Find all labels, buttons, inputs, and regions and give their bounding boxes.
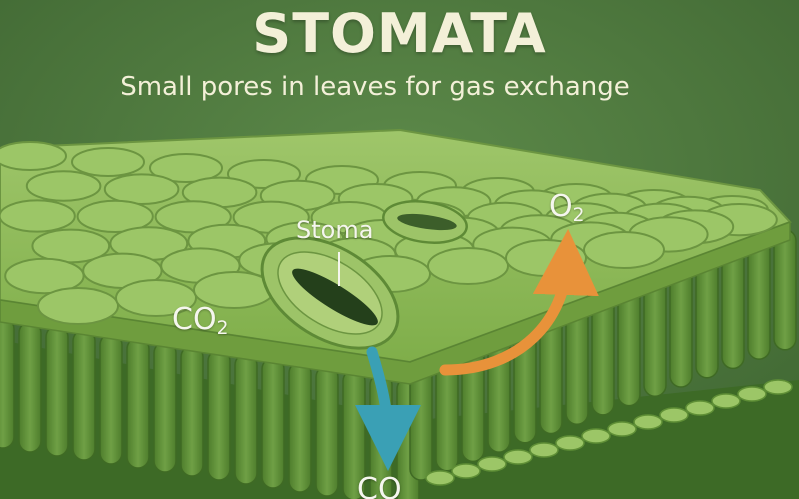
co2-in-subscript: 2: [216, 318, 229, 340]
lower-epidermal-cell: [607, 421, 637, 437]
lower-epidermal-cell: [737, 386, 767, 402]
palisade-cell: [315, 365, 339, 497]
co2-in-label: CO2: [172, 302, 228, 339]
lower-epidermal-cell: [477, 456, 507, 472]
palisade-cell: [99, 333, 123, 465]
epidermal-cell: [227, 159, 301, 189]
palisade-cell: [773, 229, 797, 351]
palisade-cell: [747, 238, 771, 360]
palisade-cell: [288, 361, 312, 493]
o2-subscript: 2: [572, 205, 585, 227]
lower-epidermal-cell: [451, 463, 481, 479]
palisade-cell: [721, 247, 745, 370]
lower-epidermal-cell: [425, 470, 455, 486]
epidermal-cell: [149, 153, 223, 183]
epidermal-cell: [71, 147, 145, 177]
epidermal-cell: [25, 170, 102, 202]
stoma-label: Stoma: [296, 216, 374, 244]
co2-in-base: CO: [172, 302, 217, 337]
lower-epidermal-cell: [633, 414, 663, 430]
epidermal-cell: [0, 141, 67, 171]
main-stoma: [260, 236, 400, 350]
lower-epidermal-cell: [763, 379, 793, 395]
stoma-pore-2: [397, 213, 457, 231]
co2-out-label: CO: [357, 472, 402, 499]
lower-epidermal-cell: [711, 393, 741, 409]
palisade-cell: [261, 357, 285, 489]
epidermal-cell: [505, 239, 587, 277]
epidermal-cell: [583, 231, 665, 269]
palisade-cell: [18, 321, 42, 453]
epidermal-cell: [76, 199, 154, 233]
page-subtitle: Small pores in leaves for gas exchange: [120, 72, 630, 102]
co2-arrow: [354, 346, 421, 471]
o2-base: O: [549, 189, 573, 224]
palisade-cell: [153, 341, 177, 473]
palisade-cell: [0, 317, 15, 449]
lower-epidermal-cell: [581, 428, 611, 444]
palisade-cell: [180, 345, 204, 477]
lower-epidermis-cells: [425, 379, 793, 486]
stoma-pore: [292, 268, 378, 326]
lower-epidermal-cell: [503, 449, 533, 465]
epidermal-cell: [37, 287, 119, 325]
o2-arrow: [439, 229, 599, 376]
epidermal-cell: [4, 257, 85, 295]
co2-out-base: CO: [357, 472, 402, 499]
lower-epidermal-cell: [529, 442, 559, 458]
epidermal-cell: [115, 279, 197, 317]
secondary-stoma: [382, 200, 468, 244]
epidermal-cell: [427, 247, 509, 285]
palisade-cell: [45, 325, 69, 457]
palisade-cell: [234, 353, 258, 485]
palisade-cell: [72, 329, 96, 461]
epidermal-cell: [103, 173, 180, 205]
palisade-cell: [126, 337, 150, 469]
lower-epidermal-cell: [555, 435, 585, 451]
palisade-cell: [695, 256, 719, 379]
leaf-front-edge: [0, 220, 791, 385]
lower-epidermal-cell: [685, 400, 715, 416]
o2-label: O2: [549, 189, 584, 226]
epidermal-cell: [0, 199, 76, 233]
page-title: STOMATA: [252, 2, 547, 65]
lower-epidermal-cell: [659, 407, 689, 423]
palisade-cell: [207, 349, 231, 481]
